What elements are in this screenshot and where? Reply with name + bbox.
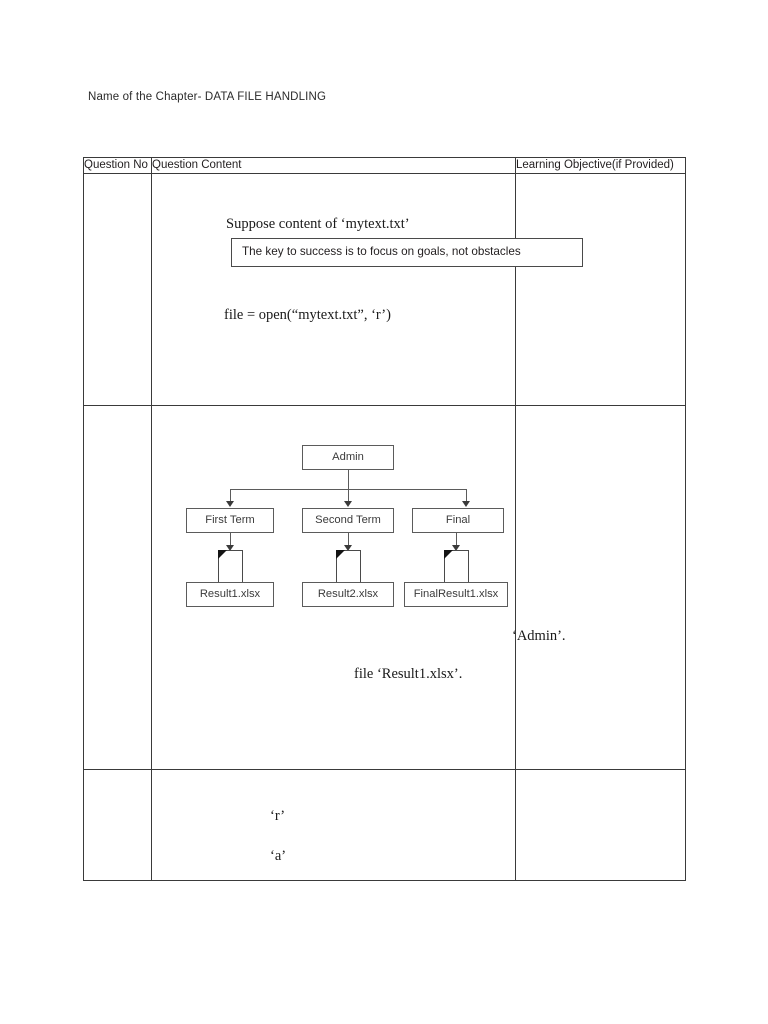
cell-question-content-1: Suppose content of ‘mytext.txt’ The key … (151, 172, 583, 406)
connector-root-stem (348, 469, 349, 489)
diagram-node-admin: Admin (302, 444, 394, 470)
column-header-learning-objective: Learning Objective(if Provided) (515, 157, 686, 174)
table-row: ‘r’ ‘a’ (83, 768, 686, 881)
table-header-row: Question No Question Content Learning Ob… (83, 157, 686, 174)
cell-learning-objective-3 (515, 768, 686, 881)
table-row: Suppose content of ‘mytext.txt’ The key … (83, 172, 686, 406)
arrowhead-file-first (226, 544, 234, 551)
cell-question-no-2 (83, 404, 152, 770)
row2-admin-text: ‘Admin’. (512, 627, 566, 644)
diagram-node-final: Final (412, 507, 504, 533)
questions-table: Question No Question Content Learning Ob… (83, 157, 686, 881)
cell-question-content-2: Admin (151, 404, 566, 770)
folder-structure-diagram: Admin (152, 406, 516, 769)
row3-mode-a: ‘a’ (270, 847, 287, 864)
column-header-question-no: Question No (83, 157, 152, 174)
chapter-title: Name of the Chapter- DATA FILE HANDLING (88, 91, 327, 103)
document-file-icon (218, 549, 243, 583)
connector-drop-final (466, 488, 467, 501)
row1-intro-text: Suppose content of ‘mytext.txt’ (226, 215, 410, 232)
diagram-node-first-term: First Term (186, 507, 274, 533)
quote-box-text: The key to success is to focus on goals,… (242, 244, 521, 258)
connector-drop-second (348, 488, 349, 501)
diagram-node-result2: Result2.xlsx (302, 581, 394, 607)
arrowhead-file-final (452, 544, 460, 551)
connector-final-to-file (456, 532, 457, 545)
document-file-icon (336, 549, 361, 583)
table-row: Admin (83, 404, 686, 770)
quote-box: The key to success is to focus on goals,… (231, 237, 583, 267)
connector-second-to-file (348, 532, 349, 545)
arrowhead-file-second (344, 544, 352, 551)
row-3-content: ‘r’ ‘a’ (152, 770, 515, 880)
document-file-icon (444, 549, 469, 583)
diagram-node-result1: Result1.xlsx (186, 581, 274, 607)
connector-first-to-file (230, 532, 231, 545)
row3-mode-r: ‘r’ (270, 807, 286, 824)
cell-question-content-3: ‘r’ ‘a’ (151, 768, 516, 881)
cell-question-no-1 (83, 172, 152, 406)
arrowhead-first (226, 500, 234, 507)
connector-drop-first (230, 488, 231, 501)
arrowhead-final (462, 500, 470, 507)
row2-file-text: file ‘Result1.xlsx’. (354, 665, 463, 682)
column-header-question-content: Question Content (151, 157, 516, 174)
arrowhead-second (344, 500, 352, 507)
cell-question-no-3 (83, 768, 152, 881)
row-1-content: Suppose content of ‘mytext.txt’ The key … (152, 174, 583, 405)
diagram-node-second-term: Second Term (302, 507, 394, 533)
row1-code-line: file = open(“mytext.txt”, ‘r’) (224, 306, 391, 323)
cell-learning-objective-1 (515, 172, 686, 406)
cell-learning-objective-2 (515, 404, 686, 770)
diagram-node-finalresult1: FinalResult1.xlsx (404, 581, 508, 607)
row-2-content: Admin (152, 406, 566, 769)
